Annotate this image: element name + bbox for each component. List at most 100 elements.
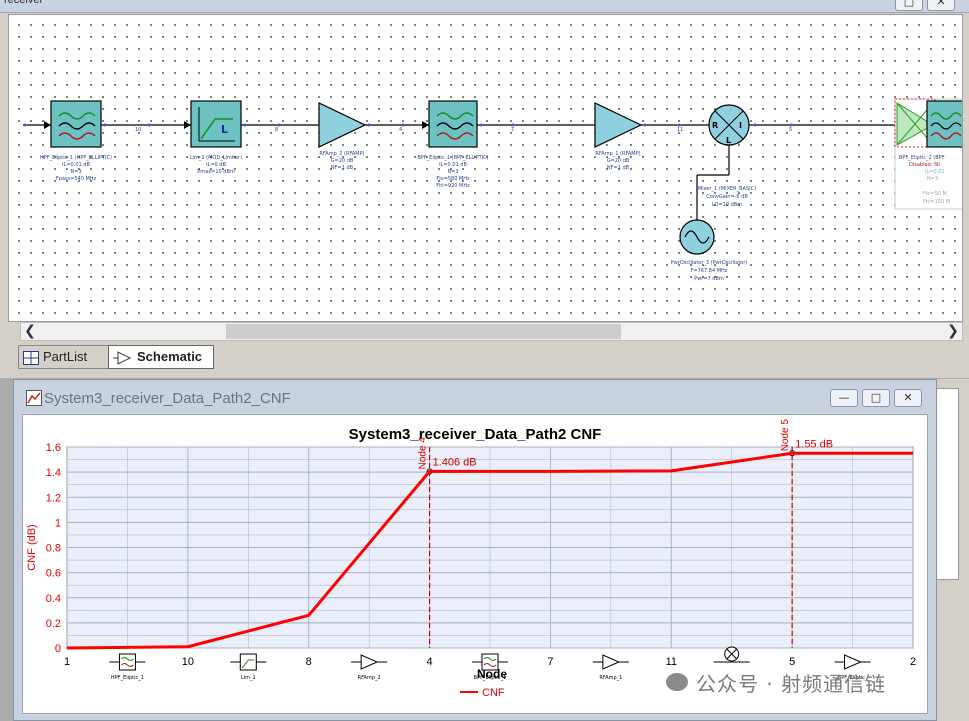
component-labels: HPF_Eliptic_1 (HPF_ELLIPTIC) IL=0.01 dB … xyxy=(40,151,950,282)
component-wave xyxy=(121,663,134,667)
minimize-button[interactable]: — xyxy=(830,389,858,407)
partlist-icon xyxy=(23,350,39,365)
tab-partlist[interactable]: PartList xyxy=(18,345,110,369)
marker-value-label: 1.406 dB xyxy=(433,456,477,468)
amplifier-icon[interactable] xyxy=(594,102,643,148)
y-axis-label: CNF (dB) xyxy=(26,524,38,570)
tab-schematic[interactable]: Schematic xyxy=(108,345,214,369)
mixer-1-label: Mixer_1 (MIXER_BASIC) ConvGain=-6 dB LO=… xyxy=(698,186,756,208)
svg-text:BPF_Eliptic_1 (BPF_ELLIPTIC): BPF_Eliptic_1 (BPF_ELLIPTIC) xyxy=(417,155,488,161)
component-label: Lim_1 xyxy=(241,675,256,681)
mixer-port-l: L xyxy=(726,136,731,145)
marker-node-label: Node 4 xyxy=(418,437,429,470)
scroll-left-icon[interactable]: ❮ xyxy=(24,323,36,339)
svg-text:IL=0.01: IL=0.01 xyxy=(925,169,945,175)
pwr-oscillator-3-label: PwrOscillator_3 (PwrOscillator) F=767.84… xyxy=(671,260,748,282)
svg-text:IL=0.01 dB: IL=0.01 dB xyxy=(62,162,90,168)
x-tick-label: 8 xyxy=(306,656,312,668)
svg-text:N=3: N=3 xyxy=(70,169,81,175)
component-box xyxy=(118,653,136,671)
svg-text:Pmax=10 dBm: Pmax=10 dBm xyxy=(197,169,235,175)
mixer-port-i: I xyxy=(739,121,742,130)
y-tick-label: 1 xyxy=(55,517,61,529)
x-tick-label: 11 xyxy=(666,656,677,668)
y-tick-label: 1.4 xyxy=(46,467,61,479)
svg-text:HPF_Eliptic_1 (HPF_ELLIPTIC): HPF_Eliptic_1 (HPF_ELLIPTIC) xyxy=(40,155,112,161)
schematic-canvas[interactable]: 10 8 4 7 11 5 2 L xyxy=(8,14,963,322)
schematic-window-titlebar: receiver xyxy=(0,0,969,13)
rfamp-2-label: RFAmp_2 (RFAMP) G=20 dB NF=1 dB xyxy=(319,151,364,171)
mixer-port-r: R xyxy=(712,121,718,130)
y-tick-labels: 00.20.40.60.811.21.41.6 xyxy=(46,442,61,655)
x-axis-label: Node xyxy=(477,667,507,681)
scrollbar-thumb[interactable] xyxy=(226,324,621,339)
close-button[interactable]: ✕ xyxy=(927,0,955,11)
legend-label: CNF xyxy=(482,687,505,699)
component-wave xyxy=(483,663,497,667)
svg-text:PwrOscillator_3 (PwrOscillator: PwrOscillator_3 (PwrOscillator) xyxy=(671,260,748,266)
svg-text:F=767.84 MHz: F=767.84 MHz xyxy=(691,268,728,274)
marker-node-label: Node 5 xyxy=(780,419,791,452)
amplifier-icon[interactable] xyxy=(318,102,367,148)
maximize-button[interactable]: □ xyxy=(862,389,890,407)
svg-text:Flo=580 MHz: Flo=580 MHz xyxy=(436,176,470,182)
svg-text:Pwr=7 dBm: Pwr=7 dBm xyxy=(694,276,724,282)
x-tick-label: 10 xyxy=(182,656,194,668)
schematic-window-title: receiver xyxy=(4,0,44,6)
scroll-right-icon[interactable]: ❯ xyxy=(947,323,959,339)
svg-text:Lim_1 (MOD_Limiter): Lim_1 (MOD_Limiter) xyxy=(190,155,242,161)
legend: CNF xyxy=(460,687,505,699)
horizontal-scrollbar[interactable]: ❮ ❯ xyxy=(20,322,963,341)
svg-text:Fpass=540 MHz: Fpass=540 MHz xyxy=(56,176,97,182)
svg-text:Disabled: Sh: Disabled: Sh xyxy=(909,162,940,168)
component-label: BPF_Eliptic_1 xyxy=(474,675,507,681)
mixer-icon[interactable]: R I L xyxy=(708,104,750,146)
svg-text:RFAmp_2 (RFAMP): RFAmp_2 (RFAMP) xyxy=(319,151,364,157)
component-label: RFAmp_1 xyxy=(599,675,622,681)
node-label: 5 xyxy=(789,127,792,133)
y-tick-label: 0 xyxy=(55,643,61,655)
bpf-filter-icon[interactable] xyxy=(428,100,478,148)
graph-window: System3_receiver_Data_Path2_CNF —□✕ Syst… xyxy=(13,379,937,721)
component-label: BPF_Eliptic_ xyxy=(838,675,868,681)
gridlines xyxy=(66,446,914,649)
hpf-eliptic-1-label: HPF_Eliptic_1 (HPF_ELLIPTIC) IL=0.01 dB … xyxy=(40,155,112,182)
svg-text:Mixer_1 (MIXER_BASIC): Mixer_1 (MIXER_BASIC) xyxy=(698,186,756,192)
svg-text:LO=10 dBm: LO=10 dBm xyxy=(712,202,742,208)
series-lines xyxy=(66,451,913,650)
rfamp-1-label: RFAmp_1 (RFAMP) G=20 dB NF=1 dB xyxy=(595,151,640,171)
y-tick-label: 1.2 xyxy=(46,492,61,504)
y-tick-label: 0.8 xyxy=(46,543,61,555)
svg-text:ConvGain=-6 dB: ConvGain=-6 dB xyxy=(706,194,748,200)
svg-text:Flo=50 M: Flo=50 M xyxy=(923,191,947,197)
wechat-logo-icon xyxy=(666,673,688,691)
y-tick-label: 0.2 xyxy=(46,618,61,630)
x-tick-label: 5 xyxy=(789,656,795,668)
limiter-icon[interactable]: L xyxy=(190,100,242,148)
svg-text:IL=0 dB: IL=0 dB xyxy=(206,162,226,168)
schematic-window-buttons: □✕ xyxy=(891,0,955,11)
y-tick-label: 1.6 xyxy=(46,442,61,454)
chart-title: System3_receiver_Data_Path2 CNF xyxy=(349,426,602,443)
graph-window-buttons: —□✕ xyxy=(826,388,922,407)
schematic-drawing: 10 8 4 7 11 5 2 L xyxy=(23,98,962,282)
hpf-filter-icon[interactable] xyxy=(50,100,102,148)
series-line-cnf xyxy=(66,451,913,650)
close-button[interactable]: ✕ xyxy=(894,389,922,407)
background-window-edge xyxy=(935,388,959,580)
marker-value-label: 1.55 dB xyxy=(795,438,833,450)
restore-button[interactable]: □ xyxy=(895,0,923,11)
tab-schematic-label: Schematic xyxy=(137,349,203,364)
schematic-tab-icon xyxy=(113,350,132,365)
oscillator-icon[interactable] xyxy=(679,219,715,255)
tab-bar: PartList Schematic xyxy=(18,343,963,373)
node-label: 7 xyxy=(511,127,514,133)
bpf-filter-disabled-icon[interactable] xyxy=(894,98,962,210)
graph-window-icon xyxy=(26,390,42,406)
cnf-chart: System3_receiver_Data_Path2 CNF 00.20.40… xyxy=(26,419,916,699)
svg-text:N=3: N=3 xyxy=(927,176,938,182)
component-amp xyxy=(844,654,862,670)
component-label: RFAmp_2 xyxy=(358,675,381,681)
